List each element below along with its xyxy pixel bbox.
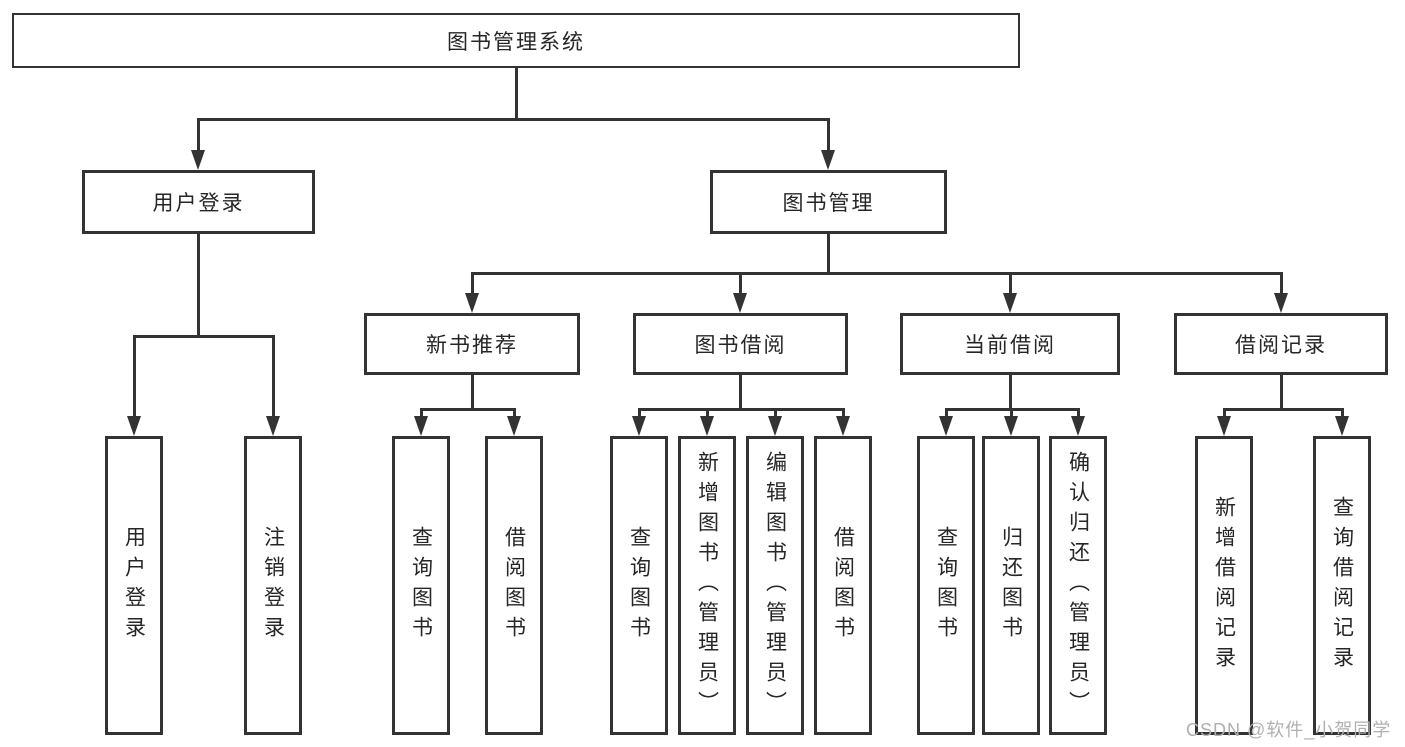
connector-stub-new-book — [471, 272, 474, 295]
node-current-borrow: 当前借阅 — [900, 313, 1120, 375]
connector-stub-book-borrow — [739, 272, 742, 295]
arrow-to-add-book — [700, 416, 714, 436]
node-book-management: 图书管理 — [710, 170, 947, 234]
arrow-to-return-books — [1004, 416, 1018, 436]
connector-stub-add-book — [706, 408, 709, 418]
node-confirm-return-admin: 确认归还（管理员） — [1049, 436, 1107, 735]
connector-l3-rail — [471, 272, 1283, 275]
connector-stub-logout — [272, 335, 275, 418]
connector-new-book-rail — [420, 408, 515, 411]
arrow-to-add-record — [1217, 416, 1231, 436]
connector-stub-user-login-leaf — [133, 335, 136, 418]
connector-stub-query-record — [1341, 408, 1344, 418]
connector-stub-confirm-return — [1077, 408, 1080, 418]
node-logout-leaf: 注销登录 — [244, 436, 302, 735]
connector-user-login-stem — [197, 234, 200, 335]
node-add-book-admin: 新增图书（管理员） — [678, 436, 736, 735]
node-borrow-books-recommend: 借阅图书 — [485, 436, 543, 735]
watermark: CSDN @软件_小贺同学 — [1186, 720, 1392, 740]
connector-borrow-records-rail — [1223, 408, 1343, 411]
connector-root-stem — [515, 68, 518, 118]
connector-new-book-stem — [471, 375, 474, 408]
node-borrow-books-leaf: 借阅图书 — [814, 436, 872, 735]
connector-stub-return-books — [1010, 408, 1013, 418]
connector-l2-stub-user-login — [197, 118, 200, 152]
connector-borrow-records-stem — [1280, 375, 1283, 408]
arrow-to-confirm-return — [1071, 416, 1085, 436]
node-query-books-recommend: 查询图书 — [392, 436, 450, 735]
connector-stub-add-record — [1223, 408, 1226, 418]
arrow-to-edit-book — [768, 416, 782, 436]
node-query-books-borrow: 查询图书 — [610, 436, 668, 735]
connector-current-borrow-stem — [1009, 375, 1012, 408]
node-query-books-current: 查询图书 — [917, 436, 975, 735]
node-root: 图书管理系统 — [12, 13, 1020, 68]
arrow-to-query-books-1 — [414, 416, 428, 436]
connector-stub-borrow-books-2 — [842, 408, 845, 418]
node-query-borrow-record: 查询借阅记录 — [1313, 436, 1371, 735]
node-book-borrow: 图书借阅 — [633, 313, 848, 375]
arrow-to-borrow-books-1 — [507, 416, 521, 436]
arrow-to-new-book — [465, 293, 479, 313]
connector-stub-borrow-books-1 — [513, 408, 516, 418]
arrow-to-book-borrow — [733, 293, 747, 313]
connector-book-borrow-stem — [739, 375, 742, 408]
connector-stub-borrow-records — [1280, 272, 1283, 295]
node-edit-book-admin: 编辑图书（管理员） — [746, 436, 804, 735]
connector-user-login-rail — [133, 335, 275, 338]
node-borrow-records: 借阅记录 — [1174, 313, 1388, 375]
arrow-to-borrow-books-2 — [836, 416, 850, 436]
arrow-to-borrow-records — [1274, 293, 1288, 313]
arrow-to-query-record — [1335, 416, 1349, 436]
node-user-login-leaf: 用户登录 — [105, 436, 163, 735]
connector-stub-edit-book — [774, 408, 777, 418]
connector-book-borrow-rail — [638, 408, 844, 411]
node-add-borrow-record: 新增借阅记录 — [1195, 436, 1253, 735]
node-new-book-recommend: 新书推荐 — [364, 313, 580, 375]
arrow-to-query-books-3 — [939, 416, 953, 436]
node-return-books: 归还图书 — [982, 436, 1040, 735]
arrow-to-logout — [266, 416, 280, 436]
arrow-to-query-books-2 — [632, 416, 646, 436]
node-user-login: 用户登录 — [82, 170, 315, 234]
connector-l2-stub-book-management — [827, 118, 830, 152]
connector-book-management-stem — [827, 234, 830, 272]
arrow-to-book-management — [821, 150, 835, 170]
connector-l2-rail — [197, 118, 830, 121]
connector-stub-query-books-2 — [638, 408, 641, 418]
connector-stub-current-borrow — [1009, 272, 1012, 295]
connector-stub-query-books-3 — [945, 408, 948, 418]
connector-stub-query-books-1 — [420, 408, 423, 418]
arrow-to-current-borrow — [1003, 293, 1017, 313]
arrow-to-user-login-leaf — [127, 416, 141, 436]
arrow-to-user-login — [191, 150, 205, 170]
